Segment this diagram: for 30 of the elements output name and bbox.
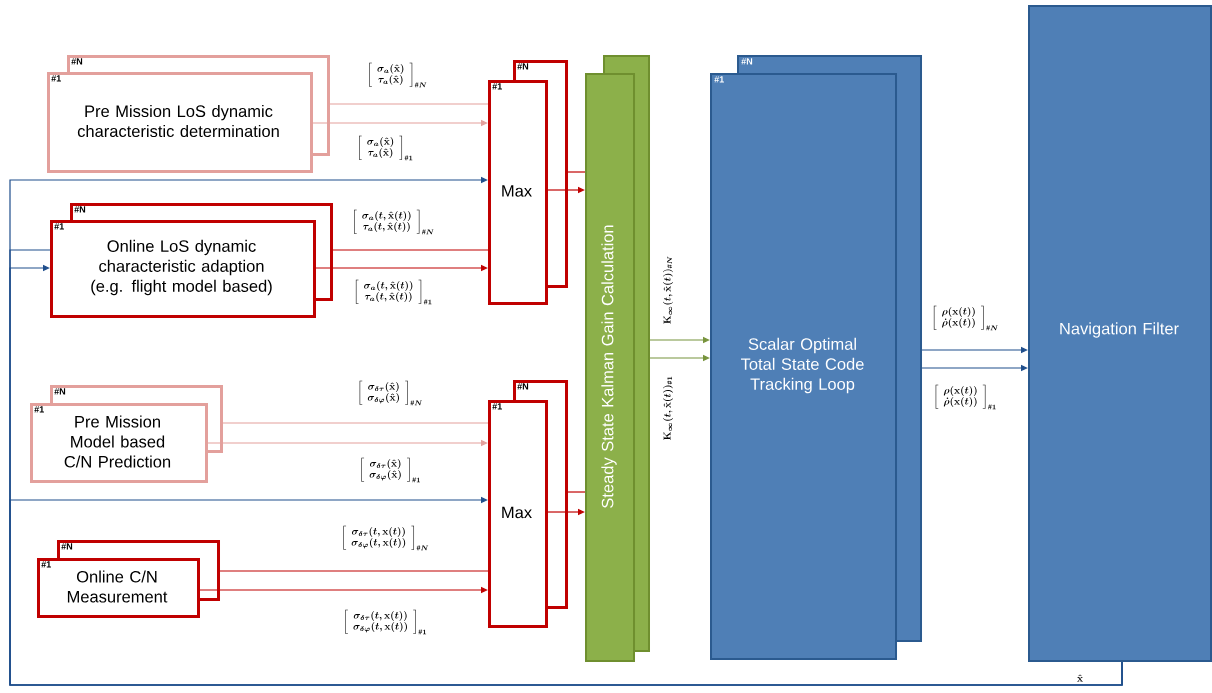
edge-label: $\left[\begin{array}{c}\sigma_{\delta\tau}(\hat{\mathbf{x}})\\\sigma_{\delta\varphi}(\hat{\mathbf{x}})\end{array}\right]_{\#1}$ — [361, 457, 420, 483]
edge-label: $\left[\begin{array}{c}\sigma_{\delta\tau}(\hat{\mathbf{x}})\\\sigma_{\delta\varphi}(\hat{\mathbf{x}})\end{array}\right]_{\#N}$ — [359, 380, 423, 406]
process-box: Navigation Filter — [1028, 5, 1212, 662]
process-box: #N #1 Pre Mission LoS dynamic characteristic determination — [47, 55, 330, 173]
node-label: #N — [517, 383, 529, 390]
node-label: #N — [71, 58, 83, 65]
edge-label: $\left[\begin{array}{c}\sigma_{\delta\tau}(t,\mathbf{x}(t))\\\sigma_{\delta\varphi}(t,\mathbf{x}(t))\end{array}\right]_{\#N}$ — [343, 525, 429, 551]
edge-label: $\left[\begin{array}{c}\sigma_{\delta\tau}(t,\mathbf{x}(t))\\\sigma_{\delta\varphi}(t,\mathbf{x}(t))\end{array}\right]_{\#1}$ — [345, 609, 427, 635]
node-label: #N — [741, 58, 753, 65]
edge-label: $\left[\begin{array}{c}\sigma_{a}(\hat{\mathbf{x}})\\\tau_{a}(\hat{\mathbf{x}})\end{array}\right]_{\#N}$ — [369, 62, 427, 88]
node-label: #1 — [41, 561, 51, 568]
edge-label: $\left[\begin{array}{c}\sigma_{a}(t,\hat{\mathbf{x}}(t))\\\tau_{a}(t,\hat{\mathbf{x}}(t))\end{array}\right]_{\#N}$ — [354, 209, 434, 235]
process-box: #N #1 Max — [488, 380, 568, 628]
node-label: #N — [54, 388, 66, 395]
node-label: #N — [74, 206, 86, 213]
process-box: #N #1 Max — [488, 60, 568, 305]
process-box: #N #1 Scalar Optimal Total State Code Tracking Loop — [710, 55, 922, 660]
arrow — [9, 496, 1123, 686]
edge-label: $\mathbf{K}_{\infty}(t,\hat{\mathbf{x}}(t))_{\#1}$ — [663, 376, 673, 441]
edge-label: $\mathbf{K}_{\infty}(t,\hat{\mathbf{x}}(t))_{\#N}$ — [663, 256, 673, 324]
process-box: Steady State Kalman Gain Calculation — [585, 55, 650, 662]
node-label: #N — [517, 63, 529, 70]
edge-label: $\left[\begin{array}{c}\rho(\mathbf{x}(t))\\\dot{\rho}(\mathbf{x}(t))\end{array}\right]_{\#1}$ — [935, 384, 996, 410]
process-box: #N #1 Online LoS dynamic characteristic adaption (e.g. flight model based) — [50, 203, 333, 318]
process-box: #N #1 Online C/N Measurement — [37, 540, 220, 618]
process-box: #N #1 Pre Mission Model based C/N Prediction — [30, 385, 223, 483]
edge-label: $\hat{\mathbf{x}}$ — [1076, 673, 1085, 683]
edge-label: $\left[\begin{array}{c}\rho(\mathbf{x}(t))\\\dot{\rho}(\mathbf{x}(t))\end{array}\right]_{\#N}$ — [933, 305, 998, 331]
edge-label: $\left[\begin{array}{c}\sigma_{a}(t,\hat{\mathbf{x}}(t))\\\tau_{a}(t,\hat{\mathbf{x}}(t))\end{array}\right]_{\#1}$ — [355, 279, 432, 305]
edge-label: $\left[\begin{array}{c}\sigma_{a}(\hat{\mathbf{x}})\\\tau_{a}(\hat{\mathbf{x}})\end{array}\right]_{\#1}$ — [359, 135, 413, 161]
